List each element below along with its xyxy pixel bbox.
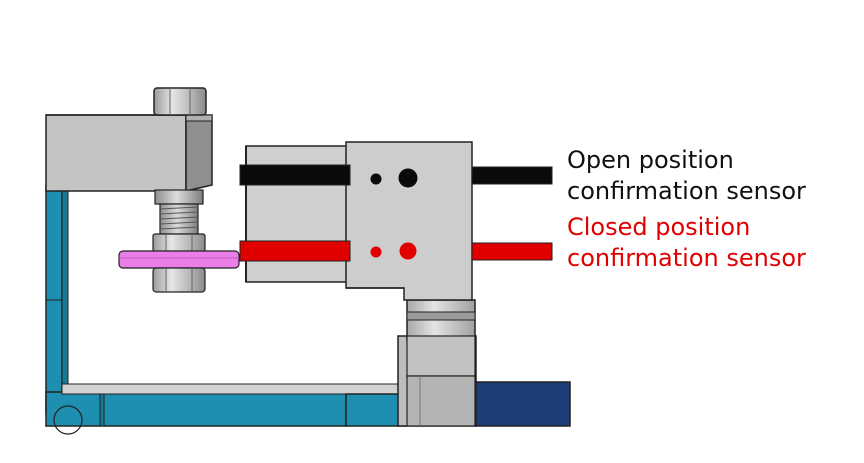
closed-label-line1: Closed position — [567, 213, 751, 241]
hex-nut-icon — [152, 233, 206, 255]
open-label-line2: confirmation sensor — [567, 177, 806, 205]
closed-label-line2: confirmation sensor — [567, 244, 806, 272]
open-label-line1: Open position — [567, 146, 734, 174]
open-position-label: Open position confirmation sensor — [567, 145, 806, 207]
blue-frame — [45, 184, 407, 435]
pink-washer-icon — [118, 250, 240, 269]
threaded-rod-icon — [154, 189, 204, 235]
switch-block — [345, 141, 473, 301]
top-arm — [45, 114, 213, 192]
open-sensor — [239, 164, 553, 188]
hex-bolt-icon — [153, 87, 207, 116]
closed-sensor — [239, 240, 553, 262]
closed-position-label: Closed position confirmation sensor — [567, 212, 806, 274]
lower-nut — [152, 267, 206, 293]
cylinder-column — [397, 299, 571, 427]
